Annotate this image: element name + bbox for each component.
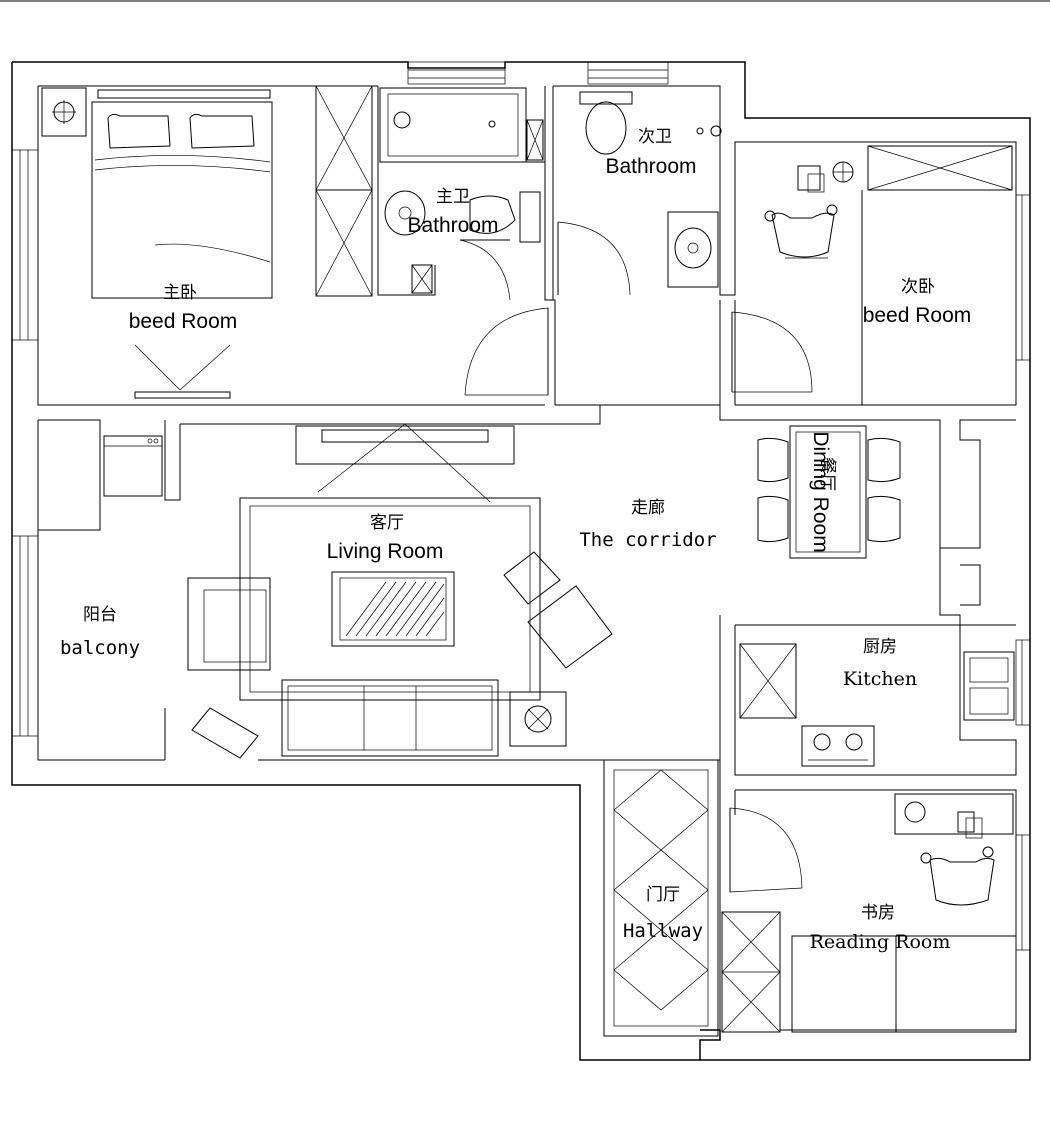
second-bedroom: 次卧 beed Room bbox=[731, 145, 1013, 405]
kitchen-en: Kitchen bbox=[843, 668, 917, 690]
hallway-en: Hallway bbox=[623, 920, 703, 942]
master-bathroom-cn: 主卫 bbox=[436, 187, 470, 207]
second-bathroom-en: Bathroom bbox=[605, 155, 696, 178]
second-bedroom-cn: 次卧 bbox=[901, 277, 935, 297]
living-room-en: Living Room bbox=[327, 540, 444, 563]
master-bedroom-cn: 主卧 bbox=[163, 283, 197, 303]
balcony-en: balcony bbox=[60, 637, 140, 659]
second-bathroom: 次卫 Bathroom bbox=[557, 91, 722, 296]
hallway: 门厅 Hallway bbox=[603, 759, 719, 1037]
outer-walls bbox=[11, 61, 1031, 1061]
kitchen-cn: 厨房 bbox=[863, 637, 897, 657]
corridor-en: The corridor bbox=[579, 529, 716, 551]
master-bathroom: 主卫 Bathroom bbox=[379, 87, 545, 301]
balcony: 阳台 balcony bbox=[60, 435, 163, 659]
corridor: 走廊 The corridor bbox=[579, 498, 716, 551]
master-bathroom-en: Bathroom bbox=[407, 214, 498, 237]
master-bedroom: 主卧 beed Room bbox=[41, 85, 373, 399]
dining-room: 餐厅 Dining Room bbox=[757, 425, 901, 559]
dining-room-cn: 餐厅 bbox=[817, 457, 837, 491]
corridor-cn: 走廊 bbox=[631, 498, 665, 518]
second-bedroom-en: beed Room bbox=[863, 304, 972, 327]
hallway-cn: 门厅 bbox=[646, 885, 680, 905]
living-room-cn: 客厅 bbox=[370, 513, 404, 533]
reading-room-en: Reading Room bbox=[810, 931, 951, 953]
balcony-cn: 阳台 bbox=[83, 605, 117, 625]
coffee-table-hatch bbox=[345, 581, 445, 637]
reading-room: 书房 Reading Room bbox=[721, 793, 1017, 1033]
master-bedroom-door bbox=[464, 307, 549, 396]
kitchen: 厨房 Kitchen bbox=[739, 637, 1015, 767]
master-bedroom-en: beed Room bbox=[129, 310, 238, 333]
dining-room-en: Dining Room bbox=[809, 431, 832, 552]
second-bathroom-cn: 次卫 bbox=[638, 127, 672, 147]
living-room: 客厅 Living Room bbox=[187, 423, 613, 759]
reading-room-cn: 书房 bbox=[861, 903, 895, 923]
hallway-tile-pattern bbox=[613, 769, 709, 1011]
